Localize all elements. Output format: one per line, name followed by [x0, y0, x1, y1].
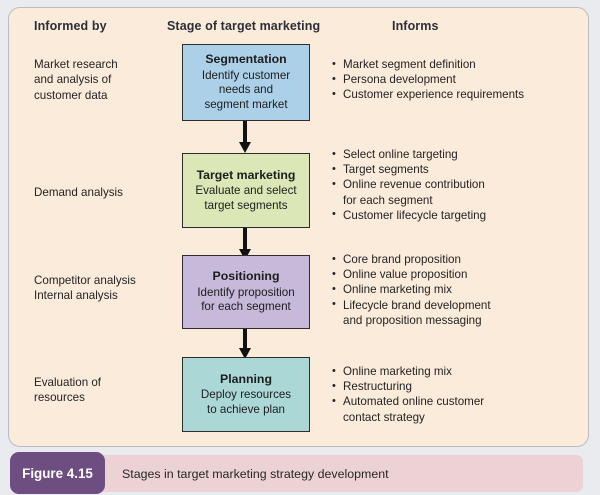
column-header-informed-by: Informed by	[34, 19, 107, 33]
stage-title: Target marketing	[196, 167, 296, 182]
list-item: Core brand proposition	[332, 251, 584, 267]
informs-list-row-4: Online marketing mix Restructuring Autom…	[332, 363, 584, 425]
informed-by-text-row-2: Demand analysis	[34, 185, 179, 200]
informs-list-row-1: Market segment definition Persona develo…	[332, 56, 584, 103]
stage-description-line: Identify customer	[201, 68, 291, 82]
informed-by-line: and analysis of	[34, 73, 112, 87]
figure-number-badge: Figure 4.15	[10, 452, 105, 494]
informed-by-line: Market research	[34, 58, 118, 71]
arrow-segmentation-to-target-marketing	[239, 121, 251, 153]
column-header-stage: Stage of target marketing	[167, 19, 321, 33]
column-header-informs: Informs	[392, 19, 439, 33]
stage-box-segmentation[interactable]: Segmentation Identify customer needs and…	[182, 44, 310, 121]
list-item: Online marketing mix	[332, 282, 584, 297]
informed-by-line: Evaluation of	[34, 376, 102, 389]
informs-list-row-3: Core brand proposition Online value prop…	[332, 251, 584, 328]
stage-title: Segmentation	[205, 52, 287, 67]
figure-caption-text: Stages in target marketing strategy deve…	[122, 466, 389, 481]
stage-description-line: for each segment	[201, 300, 291, 314]
informed-by-line: Competitor analysis	[34, 274, 136, 287]
stage-title: Planning	[220, 371, 272, 386]
informed-by-text-row-4: Evaluation of resources	[34, 375, 179, 406]
list-item: Select online targeting	[332, 146, 584, 162]
list-item: Customer lifecycle targeting	[332, 207, 584, 223]
stage-description-line: Evaluate and select	[195, 184, 297, 198]
stage-description-line: to achieve plan	[207, 402, 285, 416]
list-item-continuation: for each segment	[343, 193, 433, 207]
stage-description-line: Deploy resources	[200, 388, 292, 402]
list-item-continuation: and proposition messaging	[343, 313, 482, 327]
stage-title: Positioning	[212, 269, 280, 284]
stage-box-planning[interactable]: Planning Deploy resources to achieve pla…	[182, 357, 310, 432]
list-item: Lifecycle brand development	[332, 297, 584, 313]
stage-description-line: segment market	[204, 98, 288, 112]
list-item: Online marketing mix	[332, 363, 584, 379]
informed-by-text-row-3: Competitor analysis Internal analysis	[34, 273, 179, 304]
stage-box-positioning[interactable]: Positioning Identify proposition for eac…	[182, 255, 310, 329]
informed-by-line: Internal analysis	[34, 289, 118, 303]
stage-description-line: needs and	[218, 83, 274, 97]
list-item: Customer experience requirements	[332, 87, 584, 102]
list-item-continuation: contact strategy	[343, 410, 425, 424]
informed-by-line: resources	[34, 391, 85, 405]
stage-box-target-marketing[interactable]: Target marketing Evaluate and select tar…	[182, 153, 310, 228]
list-item: Market segment definition	[332, 56, 584, 72]
informed-by-line: Demand analysis	[34, 186, 123, 199]
arrow-positioning-to-planning	[239, 329, 251, 361]
list-item: Automated online customer	[332, 394, 584, 409]
informed-by-text-row-1: Market research and analysis of customer…	[34, 57, 179, 103]
list-item: Target segments	[332, 162, 584, 177]
list-item: Restructuring	[332, 379, 584, 394]
arrow-target-marketing-to-positioning	[239, 228, 251, 260]
list-item: Online value proposition	[332, 267, 584, 282]
list-item: Persona development	[332, 72, 584, 87]
figure-caption-bar: Stages in target marketing strategy deve…	[86, 455, 583, 492]
stage-description-line: target segments	[204, 198, 288, 212]
informed-by-line: customer data	[34, 88, 108, 102]
stage-description-line: Identify proposition	[197, 285, 295, 299]
informs-list-row-2: Select online targeting Target segments …	[332, 146, 584, 223]
list-item: Online revenue contribution	[332, 177, 584, 192]
